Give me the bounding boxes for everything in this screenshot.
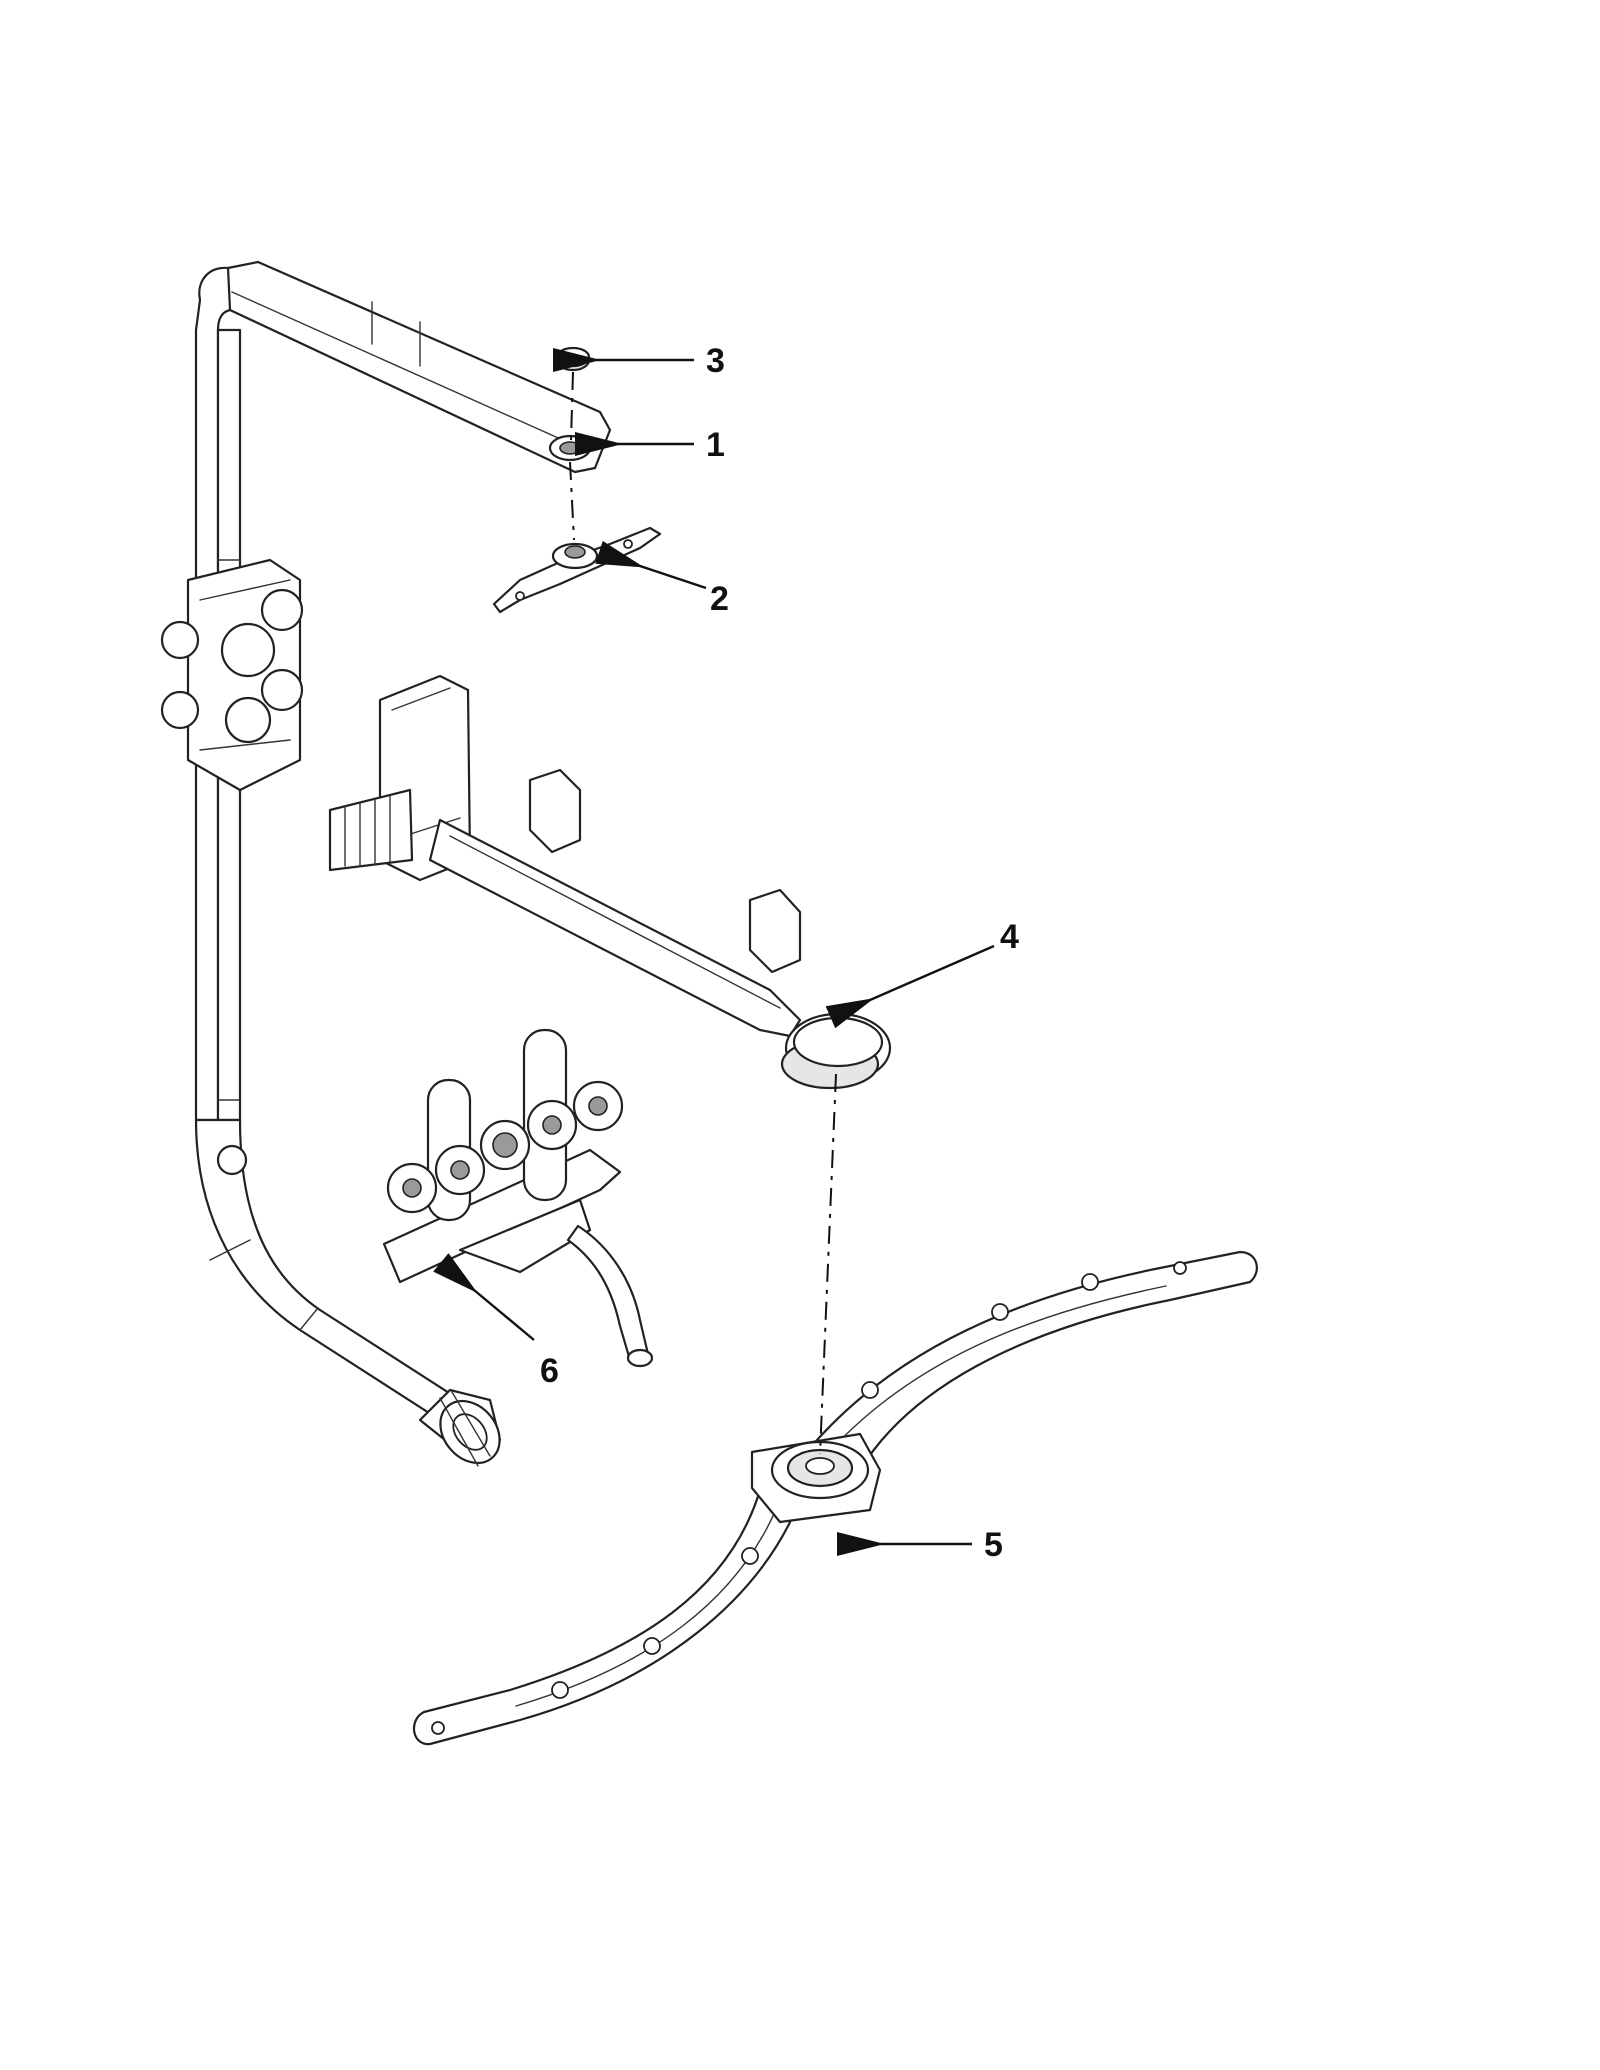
mount-hub-part-1	[548, 434, 592, 462]
callout-2: 2	[710, 580, 729, 618]
spray-manifold-part-4	[328, 674, 892, 1090]
lower-spray-arm-part-5	[413, 1250, 1258, 1746]
callout-3: 3	[706, 342, 725, 380]
callout-1: 1	[706, 426, 725, 464]
callout-4: 4	[1000, 918, 1019, 956]
assembly-line-lower	[819, 1073, 837, 1455]
assembly-line-upper	[569, 371, 575, 541]
callout-arrows	[433, 348, 995, 1556]
callout-5: 5	[984, 1526, 1003, 1564]
supply-tube	[160, 260, 612, 1467]
upper-spray-arm-part-2	[492, 526, 662, 614]
callout-6: 6	[540, 1352, 559, 1390]
nozzle-bracket-part-6	[382, 1028, 654, 1368]
cap-part-3	[555, 346, 591, 372]
